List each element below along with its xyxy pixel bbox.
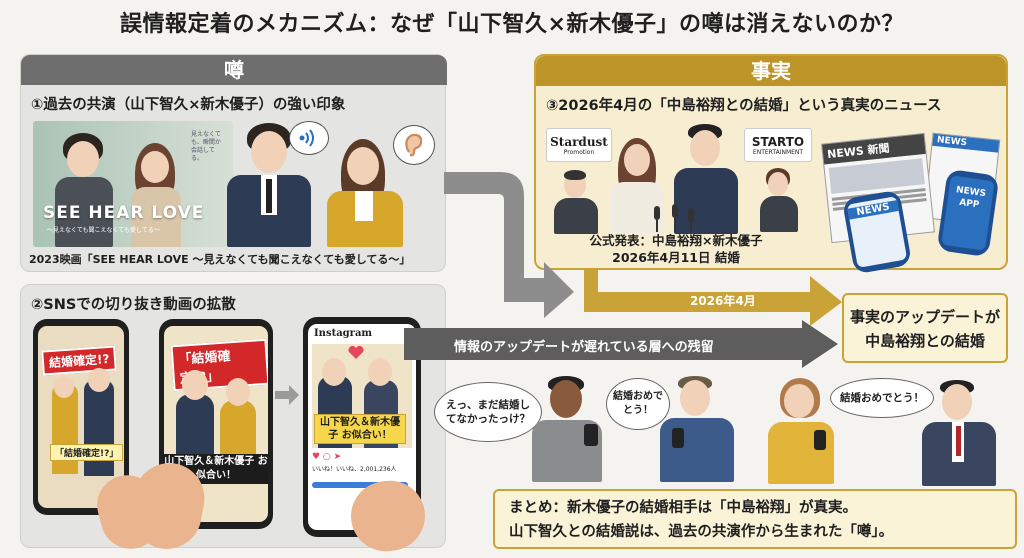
- likes-text: いいね！いいね、2,001,236人: [312, 466, 397, 473]
- starto-name: STARTO: [751, 134, 805, 149]
- poster-subtitle: 〜見えなくても聞こえなくても愛してる〜: [47, 227, 160, 234]
- speech2-text: 結婚おめでとう！: [613, 391, 663, 416]
- rumor-section1-title: ①過去の共演（山下智久×新木優子）の強い印象: [31, 97, 346, 113]
- fact-update-box: 事実のアップデートが 中島裕翔との結婚: [842, 293, 1008, 363]
- instagram-label: Instagram: [314, 328, 372, 339]
- speech-bubble-congrats2: 結婚おめでとう！: [830, 378, 934, 418]
- speech-bubble-confused: えっ、まだ結婚してなかったっけ？: [434, 382, 542, 442]
- phone1-pill: 「結婚確定!?」: [50, 444, 124, 461]
- summary-line2: 山下智久との結婚説は、過去の共演作から生まれた「噂」。: [509, 524, 894, 540]
- movie-caption: 2023映画「SEE HEAR LOVE 〜見えなくても聞こえなくても愛してる〜…: [29, 253, 411, 266]
- stardust-sub: Promotion: [563, 148, 595, 156]
- movie-poster: 見えなくても、瞬間か会話してる。 SEE HEAR LOVE 〜見えなくても聞こ…: [33, 121, 233, 247]
- curved-gray-arrow: [444, 172, 574, 318]
- fact-panel: 事実 ③2026年4月の「中島裕翔との結婚」という真実のニュース Stardus…: [534, 54, 1008, 275]
- ear-icon: [393, 125, 435, 165]
- share-arrow-icon: [275, 385, 299, 405]
- heart-icon: [348, 346, 364, 359]
- announcement: 公式発表：中島裕翔×新木優子 2026年4月11日 結婚: [566, 232, 786, 266]
- announcement-line2: 2026年4月11日 結婚: [612, 250, 740, 265]
- phone-1: 結婚確定!? 「結婚確定!?」: [33, 319, 129, 515]
- news-tag-back: NEWS: [932, 133, 1000, 153]
- stardust-logo: Stardust Promotion: [546, 128, 612, 162]
- sound-icon: [289, 121, 329, 155]
- phone3-caption: 山下智久＆新木優子 お似合い！: [314, 414, 406, 444]
- news-phone-right: NEWS APP: [936, 168, 1000, 258]
- speech-bubble-congrats1: 結婚おめでとう！: [606, 378, 670, 430]
- announcement-line1: 公式発表：中島裕翔×新木優子: [589, 233, 763, 248]
- stardust-name: Stardust: [550, 134, 608, 149]
- summary-line1: まとめ：新木優子の結婚相手は「中島裕翔」が真実。: [509, 500, 857, 516]
- speech3-text: 結婚おめでとう！: [840, 392, 924, 404]
- phone-2: 「結婚確定!?」 山下智久＆新木優子 お似合い！: [159, 319, 273, 529]
- poster-title: SEE HEAR LOVE: [43, 203, 205, 223]
- lag-label: 情報のアップデートが遅れている層への残留: [454, 340, 714, 355]
- sns-section-title: ②SNSでの切り抜き動画の拡散: [31, 297, 236, 313]
- fact-header: 事実: [536, 56, 1006, 86]
- news-phone-tag: NEWS: [847, 200, 899, 220]
- sns-panel: ②SNSでの切り抜き動画の拡散 結婚確定!? 「結婚確定!?」 「結婚確定!?」…: [20, 284, 446, 556]
- news-app-label: NEWS APP: [941, 175, 995, 251]
- lag-arrow: [404, 320, 838, 368]
- phone-icon-2: [672, 428, 684, 448]
- fact-section3-title: ③2026年4月の「中島裕翔との結婚」という真実のニュース: [546, 98, 942, 114]
- starto-sub: ENTERTAINMENT: [752, 148, 804, 156]
- rumor-panel: 噂 ①過去の共演（山下智久×新木優子）の強い印象 見えなくても、瞬間か会話してる…: [20, 54, 447, 272]
- fact-box-line1: 事実のアップデートが: [849, 308, 1000, 326]
- timeline-label: 2026年4月: [690, 294, 756, 308]
- phone-icon: [584, 424, 598, 446]
- phone3-heart-row: ♥ ○ ➤: [312, 452, 342, 462]
- rumor-header: 噂: [21, 55, 447, 85]
- microphones-icon: [654, 204, 694, 232]
- gold-timeline-arrow: [584, 268, 842, 326]
- page-title: 誤情報定着のメカニズム：なぜ「山下智久×新木優子」の噂は消えないのか？: [120, 12, 904, 37]
- starto-logo: STARTO ENTERTAINMENT: [744, 128, 812, 162]
- poster-tagline: 見えなくても、瞬間か会話してる。: [191, 131, 221, 162]
- phone-icon-3: [814, 430, 826, 450]
- summary-box: まとめ：新木優子の結婚相手は「中島裕翔」が真実。 山下智久との結婚説は、過去の共…: [493, 489, 1017, 549]
- fact-box-line2: 中島裕翔との結婚: [865, 332, 985, 350]
